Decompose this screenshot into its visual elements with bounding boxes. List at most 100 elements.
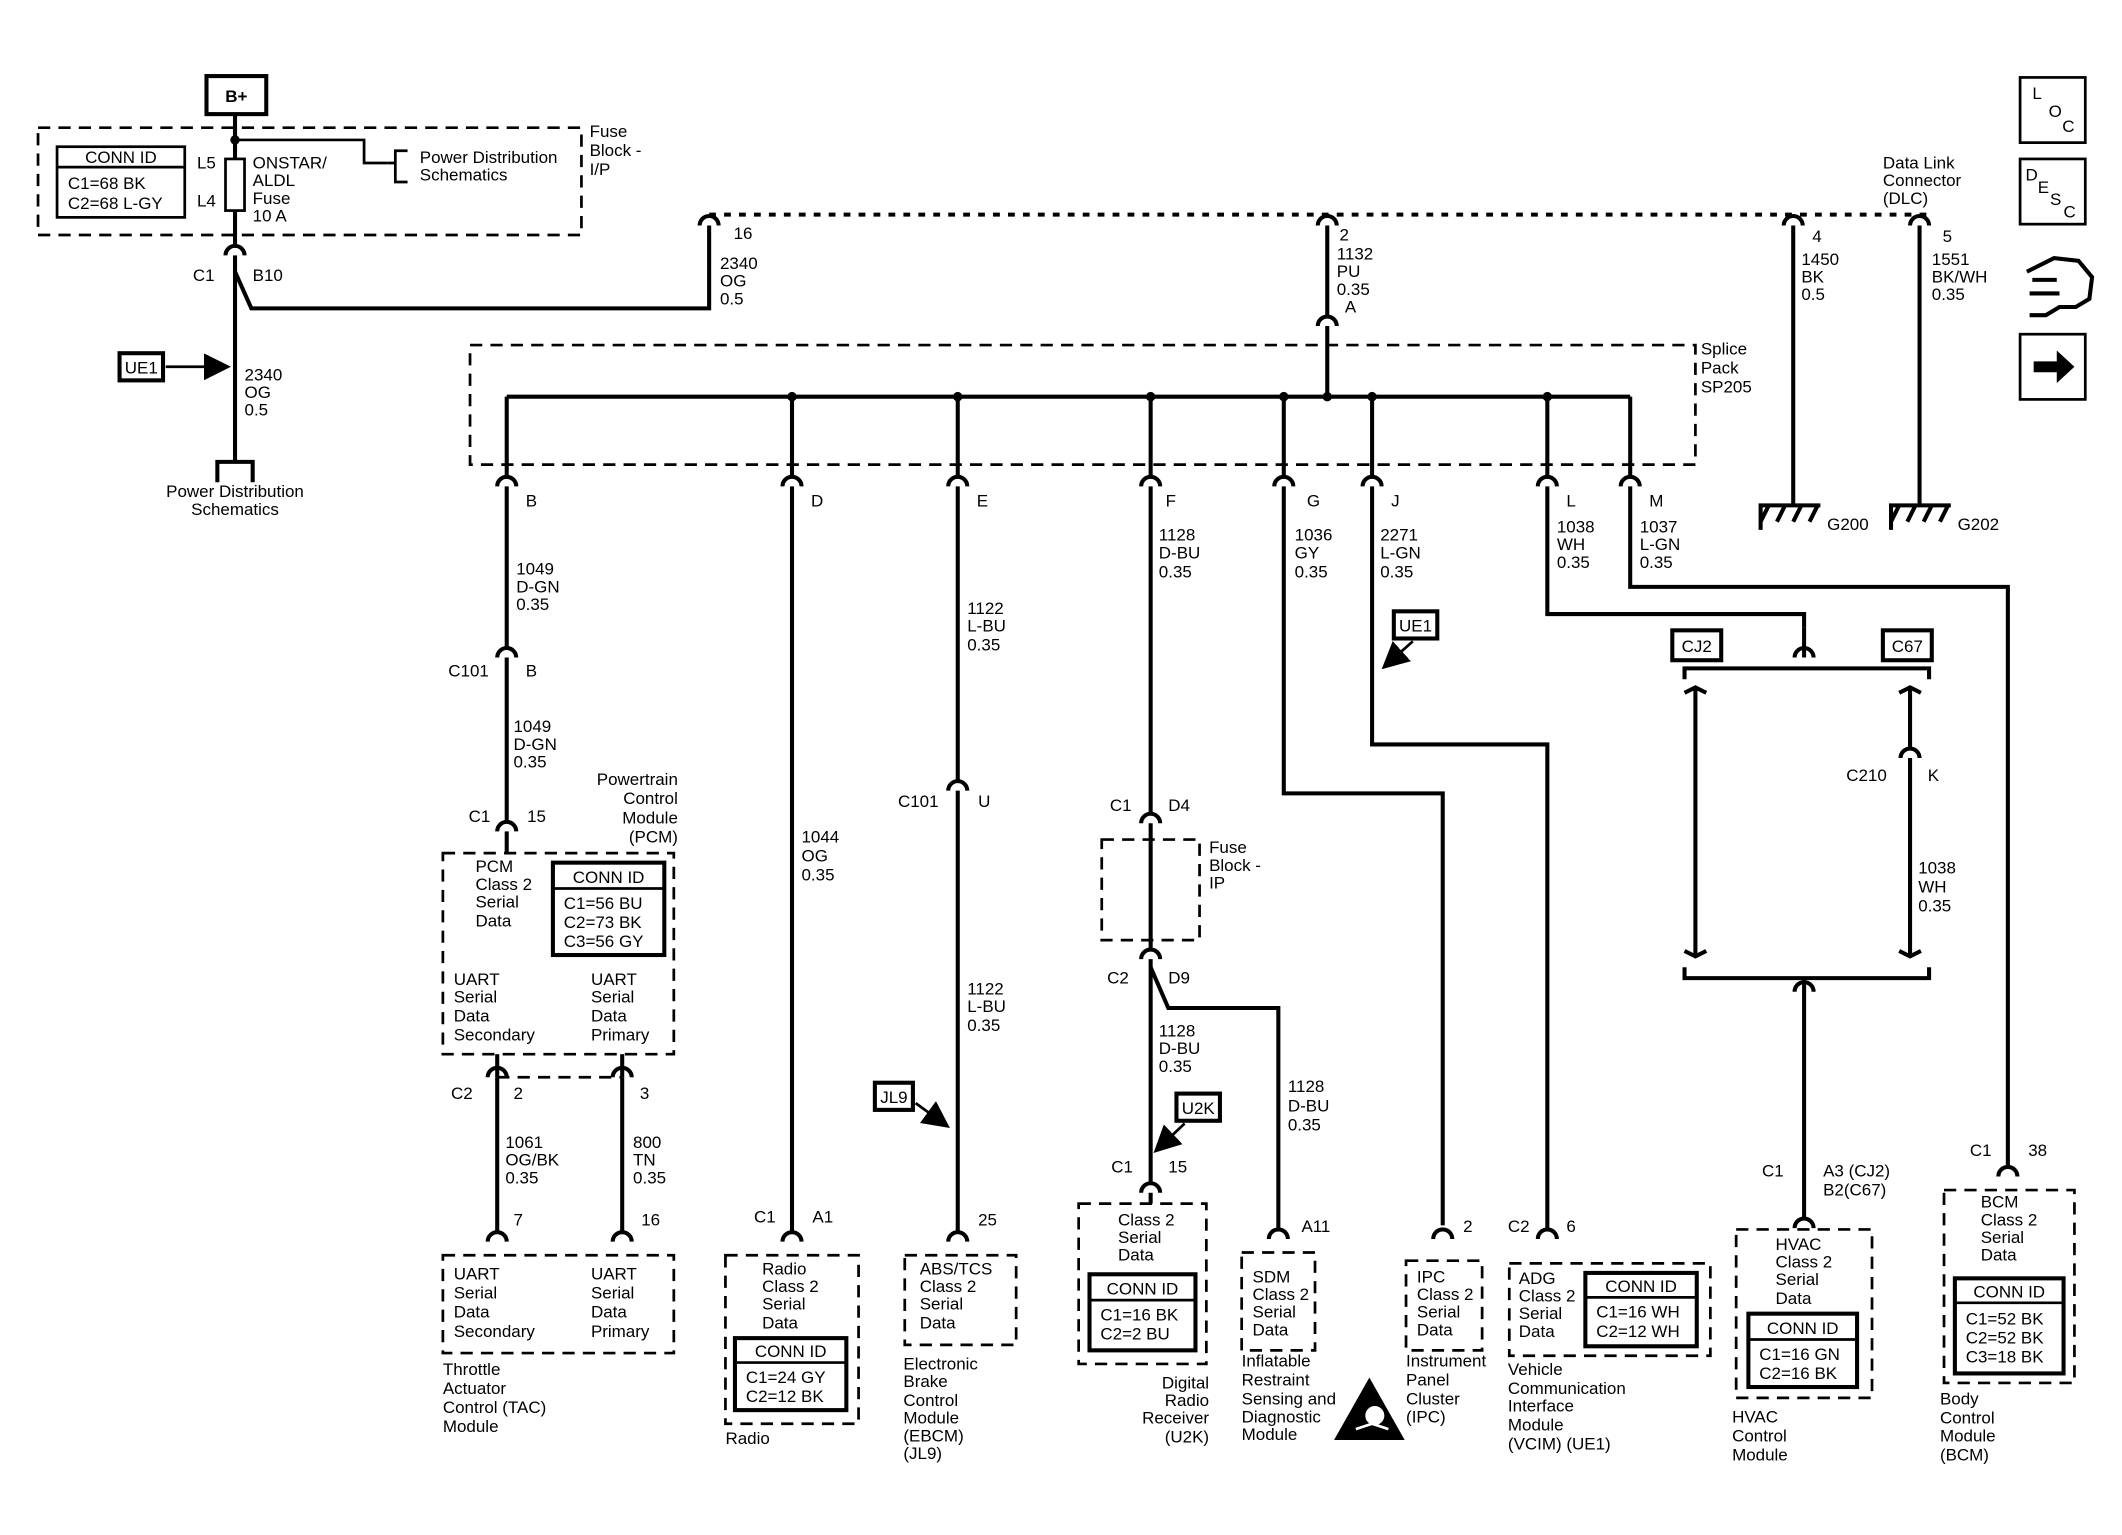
dlc-pin-2: 2 bbox=[1339, 225, 1348, 244]
dlc-title: Connector bbox=[1883, 171, 1962, 190]
cj2-ref-box bbox=[1670, 628, 1724, 663]
svg-text:CONN ID: CONN ID bbox=[573, 868, 645, 887]
next-page-button[interactable] bbox=[2018, 332, 2087, 401]
module-caption: Powertrain bbox=[597, 770, 678, 789]
dlc-pin-16: 16 bbox=[734, 224, 753, 243]
splice-pin-g: G bbox=[1272, 396, 1320, 511]
fuse-label: Fuse bbox=[253, 189, 291, 208]
module-text: UART bbox=[591, 1265, 637, 1284]
module-text: Serial bbox=[591, 988, 634, 1007]
dlc-pin-4: 4 bbox=[1812, 227, 1821, 246]
connector-pin: 16 bbox=[641, 1210, 660, 1229]
connector-label: C1 bbox=[469, 807, 491, 826]
wire-label: 0.35 bbox=[514, 753, 547, 772]
module-text: ADG bbox=[1519, 1269, 1556, 1288]
connector-label: C101 bbox=[898, 792, 939, 811]
schematic-ref-bracket-icon bbox=[387, 149, 408, 184]
wire-label: OG bbox=[720, 272, 746, 291]
module-caption: Radio bbox=[1165, 1391, 1209, 1410]
fuse-pin-l4: L4 bbox=[197, 191, 216, 210]
connector-pin: B10 bbox=[253, 266, 283, 285]
fuse-label: 10 A bbox=[253, 206, 288, 225]
wire-label: 1038 bbox=[1557, 518, 1595, 537]
schematic-ref: Power Distribution bbox=[166, 482, 304, 501]
loc-button[interactable]: L O C bbox=[2018, 76, 2087, 145]
connector-label: C1 bbox=[193, 266, 215, 285]
svg-text:C3=56 GY: C3=56 GY bbox=[564, 932, 644, 951]
pcm-conn-id-box: CONN ID C1=56 BU C2=73 BK C3=56 GY bbox=[550, 860, 667, 958]
schematic-ref: Power Distribution bbox=[420, 148, 558, 167]
wire-label: BK bbox=[1801, 268, 1824, 287]
svg-text:CONN ID: CONN ID bbox=[1973, 1282, 2045, 1301]
module-text: Serial bbox=[1776, 1270, 1819, 1289]
module-text: Data bbox=[920, 1314, 956, 1333]
module-caption: (EBCM) bbox=[903, 1426, 963, 1445]
svg-text:C1=56 BU: C1=56 BU bbox=[564, 894, 643, 913]
radio-module-outline bbox=[724, 1253, 860, 1426]
svg-text:L: L bbox=[2032, 84, 2041, 103]
svg-text:L: L bbox=[1566, 492, 1575, 511]
ipc-module-outline bbox=[1404, 1259, 1484, 1352]
svg-text:C2=73 BK: C2=73 BK bbox=[564, 913, 643, 932]
module-caption: Module bbox=[903, 1409, 959, 1428]
module-text: Serial bbox=[1519, 1304, 1562, 1323]
splice-pin-b: B bbox=[495, 396, 537, 511]
wire-label: 0.35 bbox=[1640, 553, 1673, 572]
module-caption: Restraint bbox=[1242, 1371, 1310, 1390]
wire-label: 0.5 bbox=[245, 401, 269, 420]
fuse-label: ALDL bbox=[253, 171, 295, 190]
module-text: Serial bbox=[1981, 1228, 2024, 1247]
dlc-pin-5: 5 bbox=[1943, 227, 1952, 246]
splice-title: Splice bbox=[1701, 340, 1747, 359]
hvac-conn-id-box: CONN ID C1=16 GN C2=16 BK bbox=[1746, 1311, 1860, 1390]
schematic-ref: Schematics bbox=[191, 500, 279, 519]
wire-label: 0.35 bbox=[1932, 285, 1965, 304]
svg-text:C2=2 BU: C2=2 BU bbox=[1100, 1324, 1169, 1343]
module-caption: Module bbox=[1732, 1445, 1788, 1464]
wire-2340-og-to-dlc bbox=[233, 225, 712, 311]
module-caption: Radio bbox=[725, 1429, 769, 1448]
wire-label: 0.35 bbox=[1557, 553, 1590, 572]
vehicle-tool-icon[interactable] bbox=[2025, 256, 2095, 318]
connector-pin: B2(C67) bbox=[1823, 1180, 1886, 1199]
module-caption: HVAC bbox=[1732, 1407, 1778, 1426]
module-text: Class 2 bbox=[1417, 1285, 1474, 1304]
module-text: Serial bbox=[762, 1295, 805, 1314]
connector-pin: K bbox=[1928, 766, 1940, 785]
wire-label: 1038 bbox=[1918, 859, 1956, 878]
wire-label: 0.35 bbox=[516, 595, 549, 614]
svg-text:CONN ID: CONN ID bbox=[755, 1342, 827, 1361]
connector-label: C2 bbox=[1107, 969, 1129, 988]
module-caption: (BCM) bbox=[1940, 1445, 1989, 1464]
wire-label: 800 bbox=[633, 1133, 661, 1152]
svg-text:C: C bbox=[2062, 117, 2074, 136]
ue1-ref-box bbox=[1391, 609, 1440, 641]
module-caption: Actuator bbox=[443, 1379, 507, 1398]
module-caption: Interface bbox=[1508, 1396, 1574, 1415]
svg-text:C2=52 BK: C2=52 BK bbox=[1966, 1329, 2045, 1348]
connector-pin: 7 bbox=[514, 1210, 523, 1229]
wire-label: 0.35 bbox=[633, 1168, 666, 1187]
module-text: Data bbox=[1776, 1289, 1812, 1308]
connector-label: C210 bbox=[1846, 766, 1887, 785]
module-text: Class 2 bbox=[1776, 1252, 1833, 1271]
module-text: Data bbox=[1519, 1322, 1555, 1341]
desc-button[interactable]: D E S C bbox=[2018, 157, 2087, 226]
wire-label: OG/BK bbox=[505, 1151, 559, 1170]
module-text: Serial bbox=[454, 1284, 497, 1303]
fuse-block-label: Block - bbox=[590, 141, 642, 160]
radio-conn-id-box: CONN ID C1=24 GY C2=12 BK bbox=[732, 1336, 849, 1413]
module-caption: Communication bbox=[1508, 1379, 1626, 1398]
wire-label: 1049 bbox=[516, 560, 554, 579]
c67-label: C67 bbox=[1892, 637, 1923, 656]
module-text: UART bbox=[454, 970, 500, 989]
vcim-module-outline bbox=[1507, 1262, 1712, 1358]
module-text: Data bbox=[1981, 1246, 2017, 1265]
splice-title: SP205 bbox=[1701, 378, 1752, 397]
c67-ref-box bbox=[1880, 628, 1934, 663]
module-caption: Module bbox=[1508, 1416, 1564, 1435]
airbag-warning-icon bbox=[1334, 1377, 1405, 1441]
module-caption: (PCM) bbox=[629, 827, 678, 846]
